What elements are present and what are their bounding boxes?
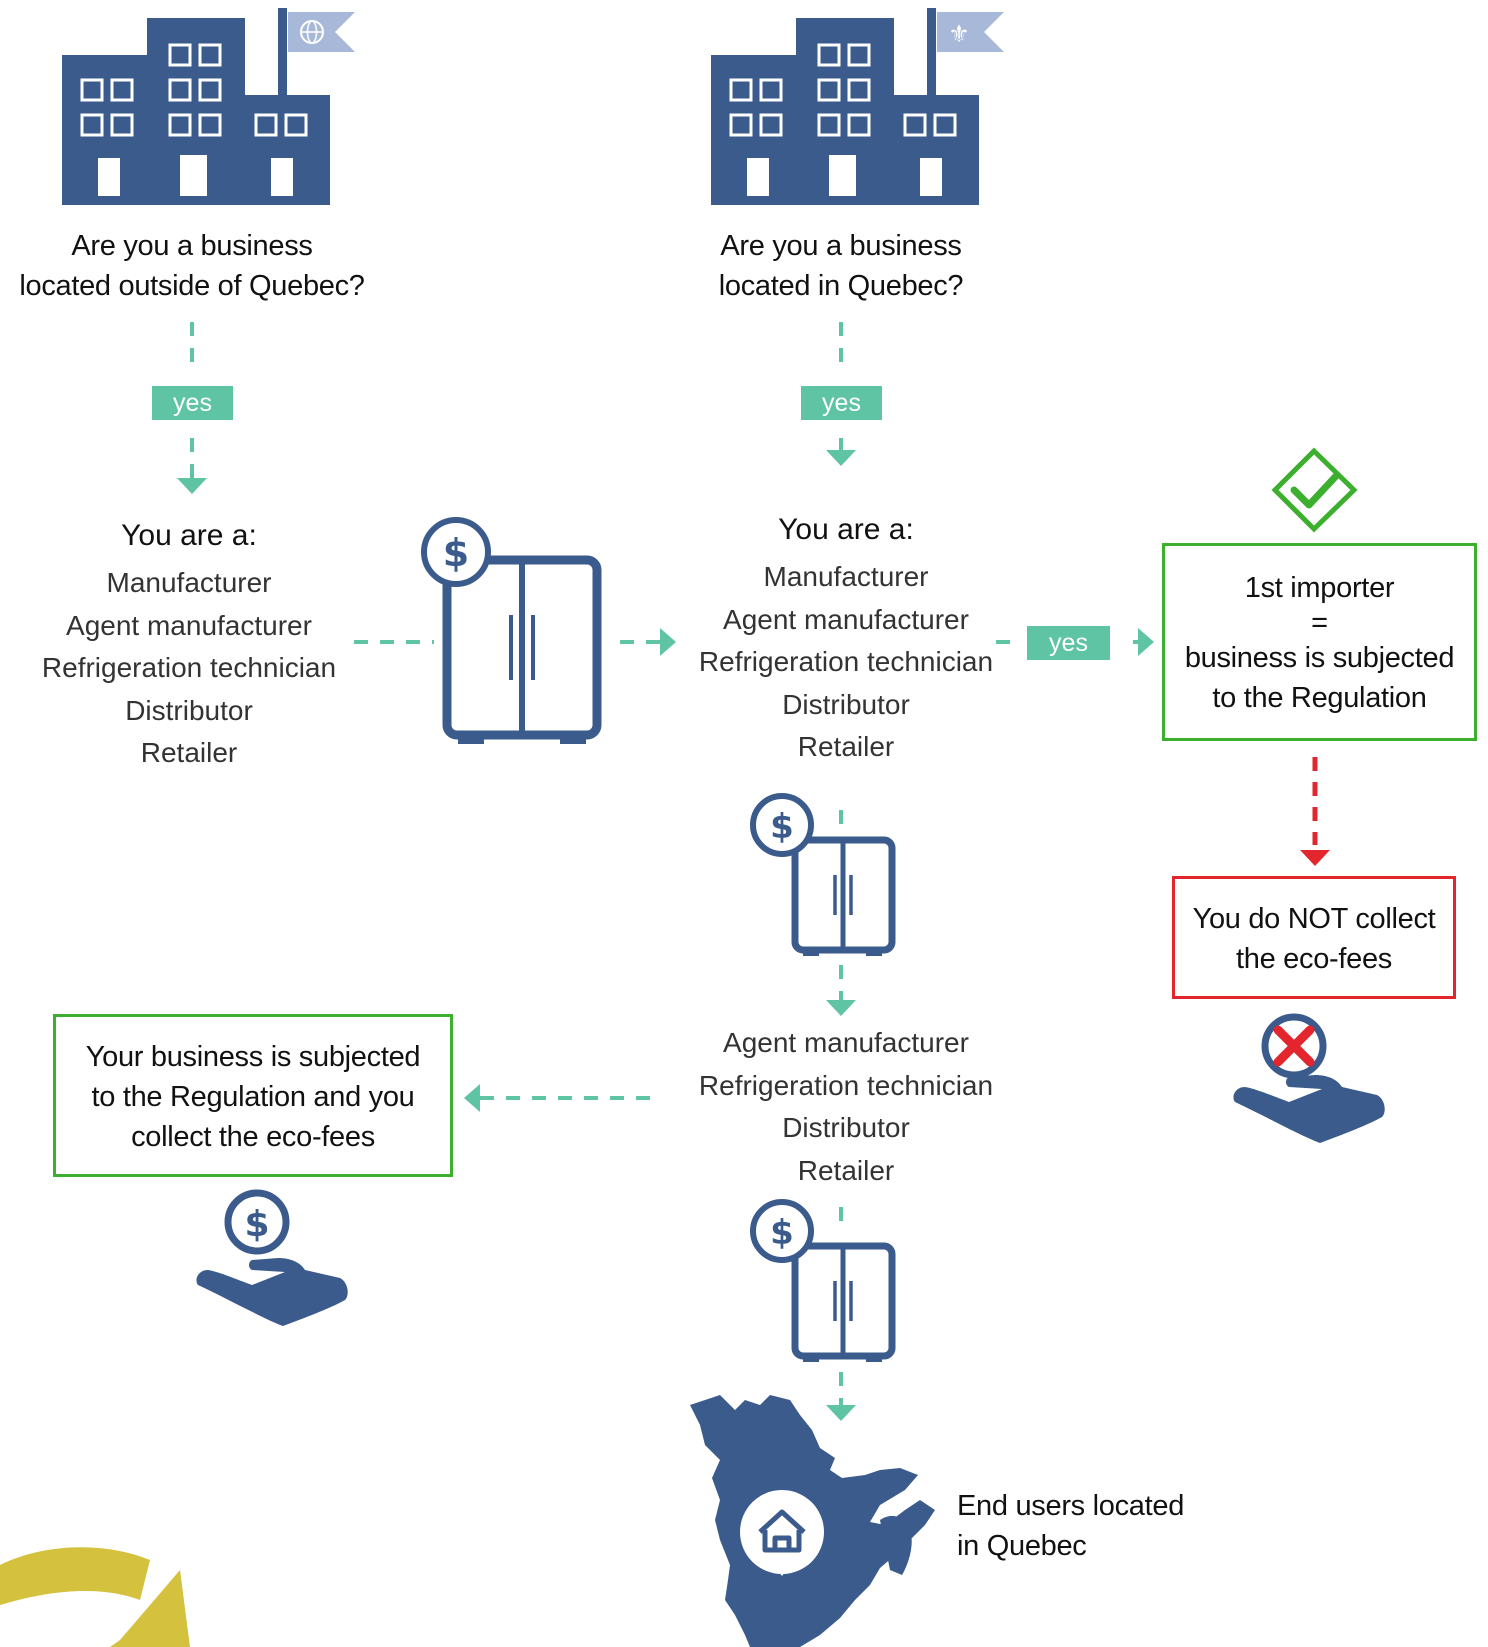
role-item: Refrigeration technician [41,652,337,683]
end-users-label: End users located in Quebec [957,1486,1184,1566]
role-item: Distributor [782,688,910,720]
box-line: = [1311,607,1328,639]
role-item: Retailer [140,737,238,768]
svg-text:$: $ [770,807,794,847]
question-line-2: located in Quebec? [718,270,964,302]
box-line: to the Regulation and you [91,1081,415,1113]
check-diamond-icon [1271,447,1358,533]
roles-list-lower: Agent manufacturer Refrigeration technic… [666,1022,1026,1192]
no-collect-box: You do NOT collect the eco-fees [1172,876,1456,999]
svg-text:⚜: ⚜ [948,20,970,48]
quebec-map-home-pin-icon [690,1395,935,1647]
first-importer-text: 1st importer = business is subjected to … [1165,568,1474,718]
first-importer-box: 1st importer = business is subjected to … [1162,543,1477,741]
roles-list-center: Manufacturer Agent manufacturer Refriger… [666,556,1026,769]
box-line: 1st importer [1244,572,1395,604]
collect-eco-fees-box: Your business is subjected to the Regula… [53,1014,453,1177]
yes-label: yes [1027,626,1110,660]
role-item: Agent manufacturer [66,609,312,641]
refrigerator-dollar-icon: $ [421,517,602,744]
building-fleur-de-lis-flag-icon: ⚜ [711,8,1004,205]
role-item: Retailer [797,1154,895,1186]
role-item: Distributor [125,694,253,726]
box-line: to the Regulation [1212,682,1427,714]
box-line: collect the eco-fees [131,1121,375,1153]
question-line-2: located outside of Quebec? [19,270,365,302]
refrigerator-dollar-icon: $ [750,793,896,956]
box-line: Your business is subjected [85,1041,421,1073]
you-are-a-heading: You are a: [121,519,257,552]
you-are-a-heading: You are a: [778,513,914,546]
yes-label: yes [152,386,233,420]
svg-text:$: $ [443,531,469,575]
hand-dollar-icon: $ [196,1189,348,1326]
svg-text:$: $ [244,1204,269,1245]
refrigerator-dollar-icon: $ [750,1199,896,1362]
flow-arrowheads [177,450,1154,1421]
role-item: Agent manufacturer [723,1027,969,1058]
no-collect-text: You do NOT collect the eco-fees [1175,899,1453,979]
end-users-line-1: End users located [957,1490,1185,1522]
box-line: the eco-fees [1236,943,1392,975]
svg-text:$: $ [770,1213,794,1253]
yes-label: yes [801,386,882,420]
question-in-quebec: Are you a business located in Quebec? [641,226,1041,306]
role-item: Refrigeration technician [698,1069,994,1101]
role-item: Distributor [782,1112,910,1143]
question-line-1: Are you a business [71,230,313,262]
collect-eco-fees-text: Your business is subjected to the Regula… [56,1037,450,1157]
role-item: Refrigeration technician [698,646,994,677]
building-globe-flag-icon [62,8,355,205]
flow-connectors [190,322,1138,1405]
end-users-line-2: in Quebec [957,1530,1087,1562]
gold-arrow-graphic [0,1547,190,1647]
role-item: Manufacturer [106,567,272,598]
question-line-1: Are you a business [720,230,962,262]
role-item: Manufacturer [763,561,929,592]
question-outside-quebec: Are you a business located outside of Qu… [0,226,384,306]
hand-no-dollar-icon [1233,1013,1385,1143]
box-line: business is subjected [1184,642,1455,674]
box-line: You do NOT collect [1192,903,1436,935]
roles-list-left: Manufacturer Agent manufacturer Refriger… [0,562,378,775]
red-connector [1300,757,1330,866]
role-item: Retailer [797,731,895,762]
role-item: Agent manufacturer [723,603,969,635]
